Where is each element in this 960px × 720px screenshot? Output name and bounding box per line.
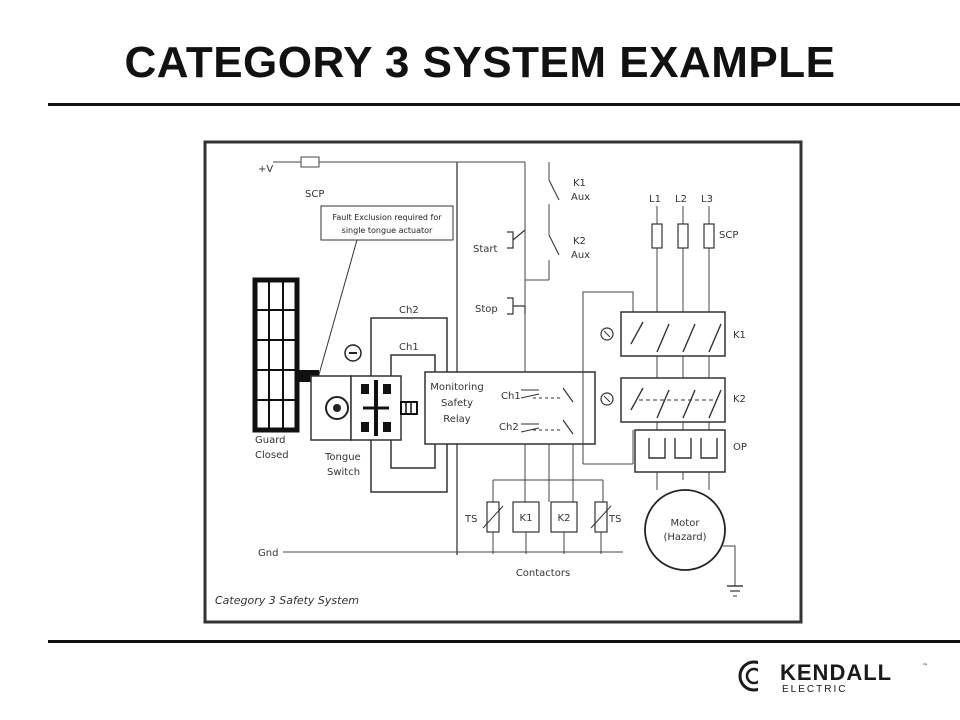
relay-label-line2: Safety	[441, 398, 473, 409]
overload-box	[634, 429, 726, 473]
kendall-electric-logo: KENDALL ™ ELECTRIC	[738, 660, 928, 695]
guard-label-line2: Closed	[255, 450, 289, 461]
relay-label-line3: Relay	[443, 414, 471, 425]
scp-left-label: SCP	[305, 189, 324, 200]
supply-label: +V	[258, 164, 273, 175]
ch2-label: Ch2	[399, 305, 419, 316]
motor-icon	[644, 489, 726, 571]
logo-sub: ELECTRIC	[782, 684, 847, 695]
stop-label: Stop	[475, 304, 498, 315]
coil-k1-label: K1	[520, 513, 533, 524]
k2-label: K2	[733, 394, 746, 405]
l1-label: L1	[649, 194, 661, 205]
l2-label: L2	[675, 194, 687, 205]
ground-symbol-icon	[727, 585, 743, 597]
k1-contactor-box	[620, 311, 726, 357]
scp-right-label: SCP	[719, 230, 738, 241]
ts-right-label: TS	[608, 514, 621, 525]
safety-relay-box	[424, 371, 596, 445]
ch1-label: Ch1	[399, 342, 419, 353]
guard-icon	[252, 277, 319, 433]
guard-label-line1: Guard	[255, 435, 286, 446]
tongue-switch-icon	[310, 344, 418, 441]
stop-button-symbol	[507, 297, 526, 315]
contactors-label: Contactors	[516, 568, 570, 579]
tongue-label-line2: Switch	[327, 467, 360, 478]
relay-ch2-label: Ch2	[499, 422, 519, 433]
start-label: Start	[473, 244, 498, 255]
footer-divider	[48, 640, 960, 643]
op-label: OP	[733, 442, 747, 453]
logo-trademark: ™	[922, 663, 928, 670]
k1-aux-label-line2: Aux	[571, 192, 590, 203]
coil-k2-label: K2	[558, 513, 571, 524]
l3-label: L3	[701, 194, 713, 205]
motor-label-line1: Motor	[671, 518, 701, 529]
diagram-caption: Category 3 Safety System	[215, 594, 359, 607]
logo-name: KENDALL	[780, 660, 892, 685]
motor-label-line2: (Hazard)	[663, 532, 706, 543]
relay-label-line1: Monitoring	[430, 382, 483, 393]
k2-aux-label-line1: K2	[573, 236, 586, 247]
page-title: CATEGORY 3 SYSTEM EXAMPLE	[124, 38, 836, 87]
fault-note-box	[320, 205, 454, 241]
k2-contactor-box	[620, 377, 726, 423]
fault-note-line2: single tongue actuator	[342, 226, 433, 235]
k2-aux-label-line2: Aux	[571, 250, 590, 261]
tongue-label-line1: Tongue	[324, 452, 361, 463]
k1-aux-label-line1: K1	[573, 178, 586, 189]
fault-note-line1: Fault Exclusion required for	[332, 213, 442, 222]
title-divider	[48, 103, 960, 106]
scp-fuse	[300, 156, 320, 168]
k1-label: K1	[733, 330, 746, 341]
logo-mark-icon	[738, 660, 772, 692]
start-button-symbol	[507, 229, 526, 249]
relay-ch1-label: Ch1	[501, 391, 521, 402]
ts-left-icon	[482, 501, 504, 533]
ts-left-label: TS	[464, 514, 477, 525]
ground-label: Gnd	[258, 548, 278, 559]
safety-circuit-diagram: +V SCP Fault Exclusion required for sing…	[203, 140, 803, 624]
